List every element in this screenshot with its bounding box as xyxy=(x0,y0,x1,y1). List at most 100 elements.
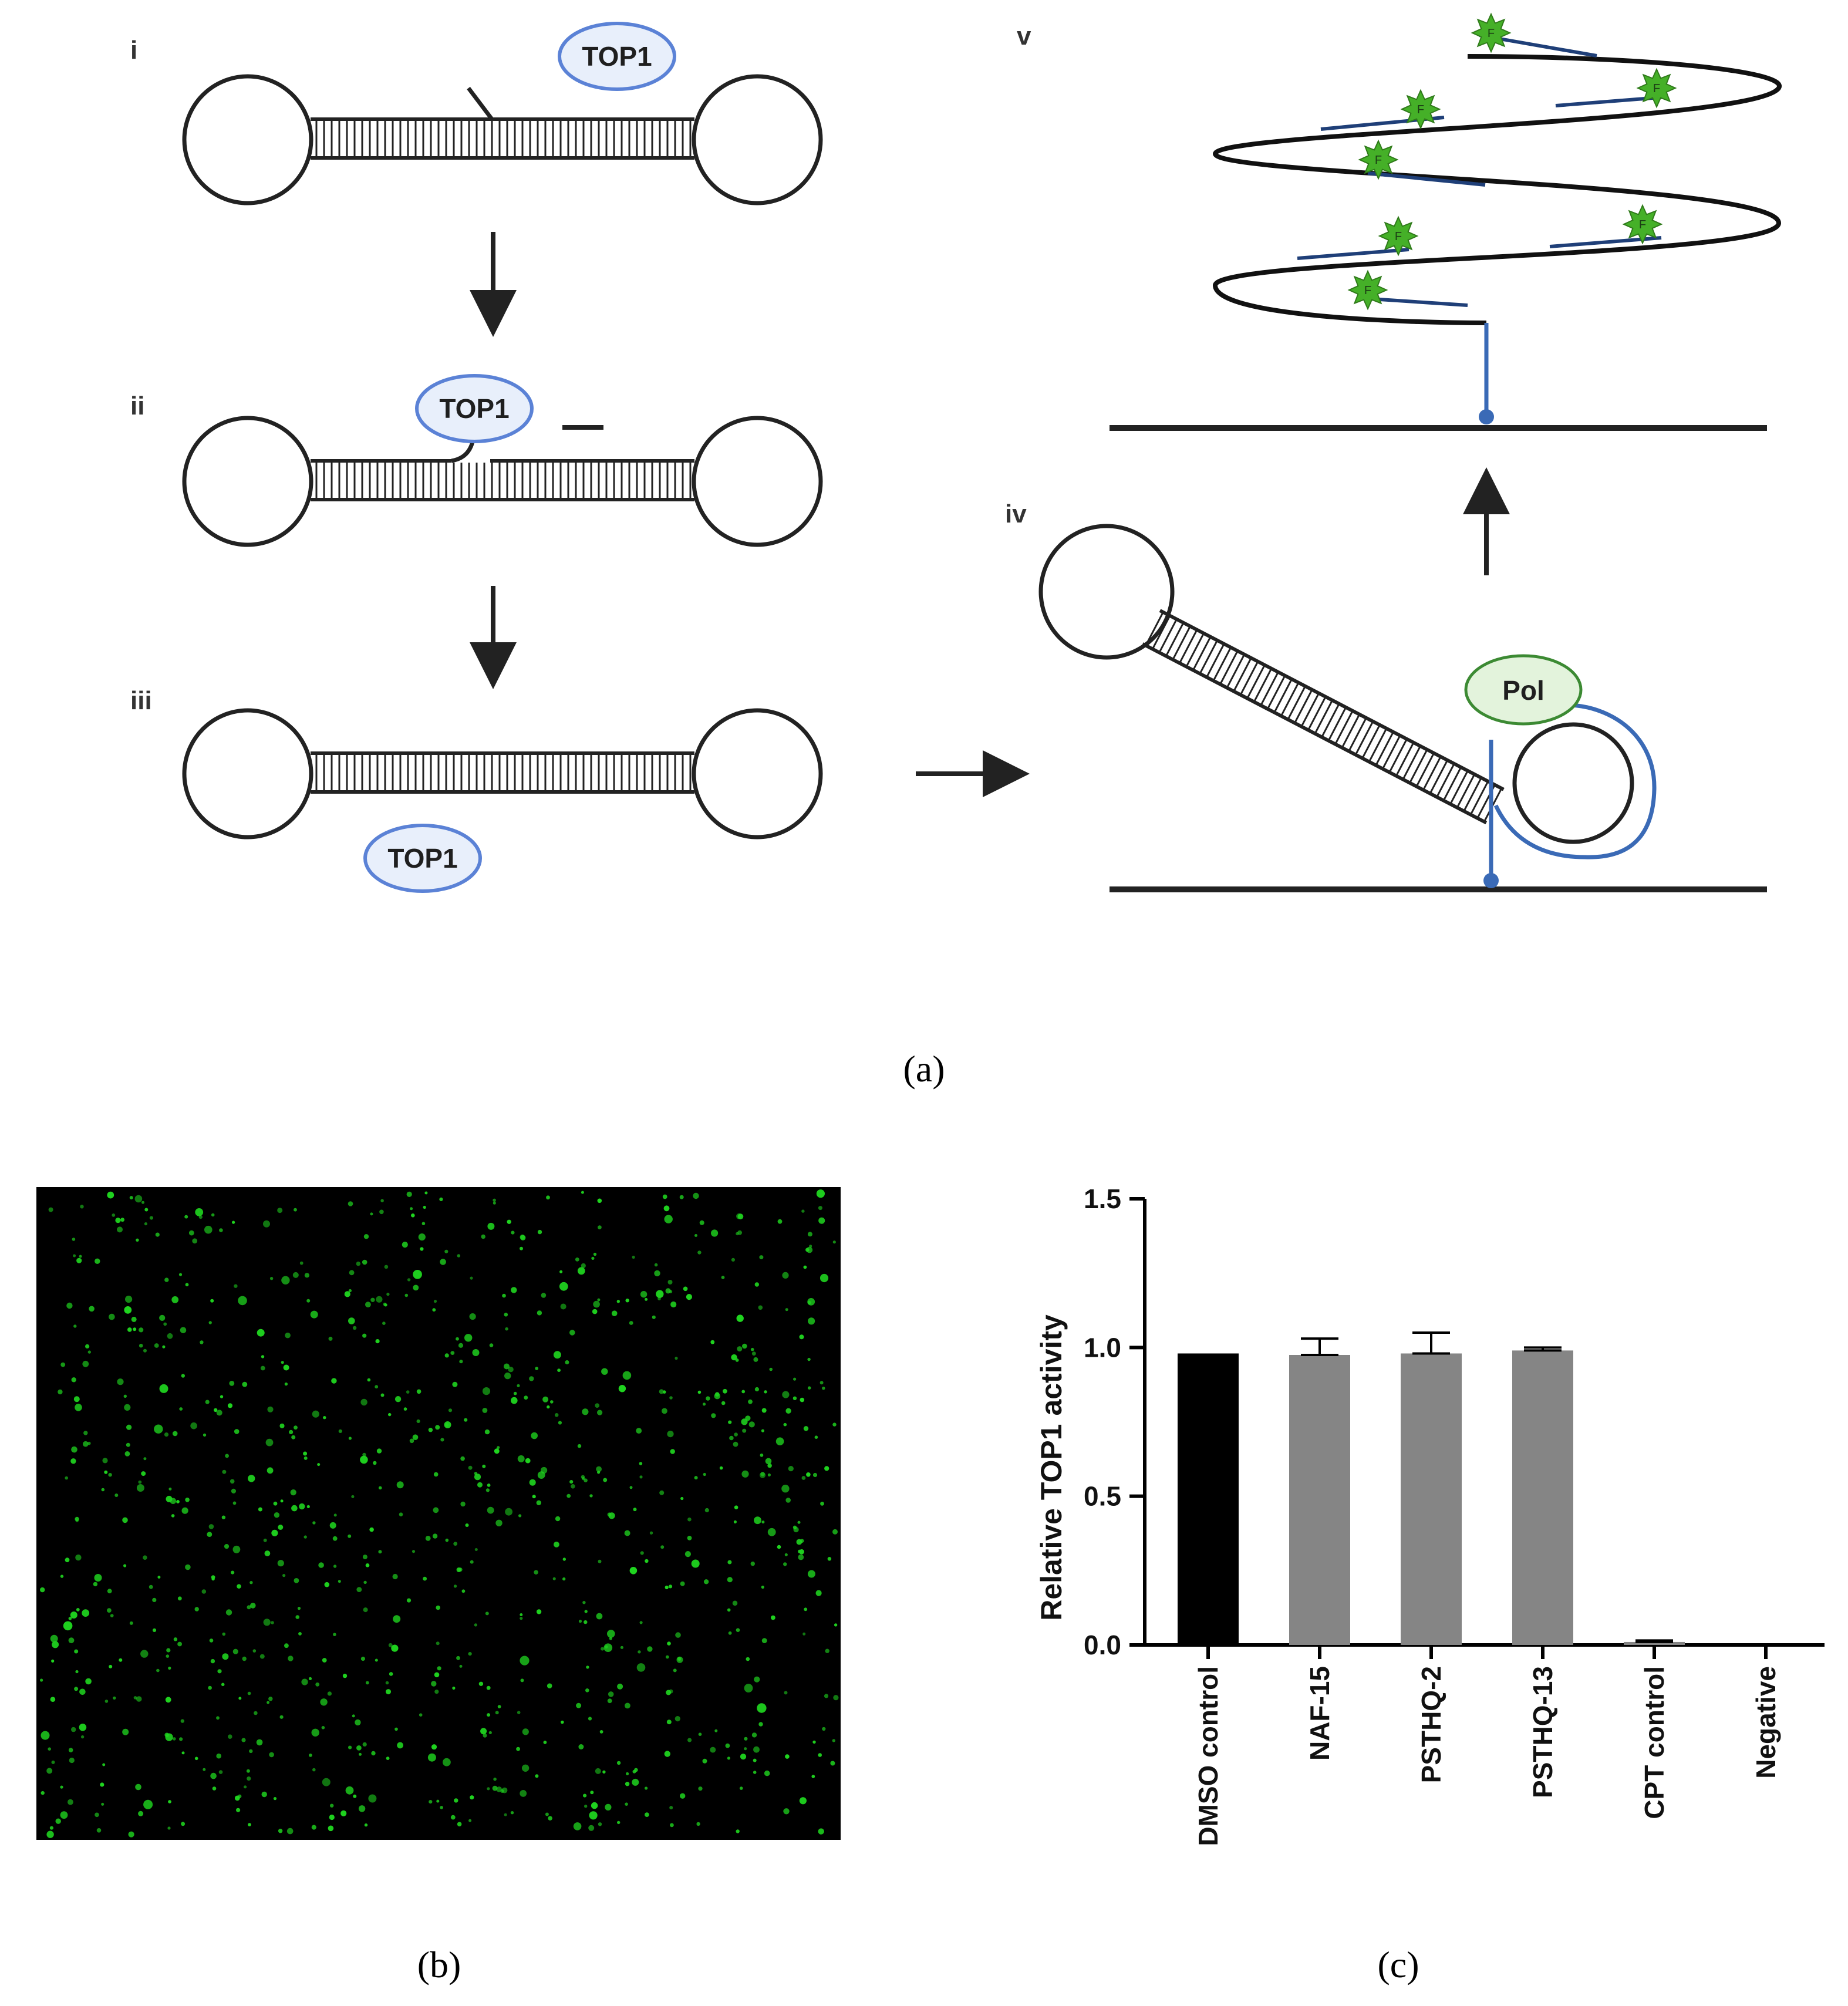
fluorescent-spot xyxy=(706,1396,710,1401)
fluorescent-spot xyxy=(135,1784,141,1791)
fluorescent-spot xyxy=(550,1400,554,1404)
fluorescent-spot xyxy=(520,1790,527,1797)
fluorescent-spot xyxy=(507,1219,511,1224)
fluorescent-spot xyxy=(254,1711,258,1715)
fluorescent-spot xyxy=(312,1521,316,1525)
fluorescent-spot xyxy=(727,1560,732,1565)
fluorescent-spot xyxy=(488,1731,492,1734)
fluorescent-spot xyxy=(611,1310,618,1316)
fluorescent-spot xyxy=(241,1738,246,1742)
fluorescent-spot xyxy=(230,1479,235,1484)
fluorescent-spot xyxy=(419,1713,423,1717)
fluorescent-spot xyxy=(782,1272,789,1279)
fluorescent-spot xyxy=(218,1770,223,1774)
fluorescent-spot xyxy=(277,1208,283,1213)
fluorescent-spot xyxy=(459,1360,463,1364)
fluorescent-spot xyxy=(143,1348,147,1353)
fluorescent-spot xyxy=(497,1705,501,1709)
fluorescent-spot xyxy=(348,1289,352,1293)
fluorescent-spot xyxy=(573,1822,582,1830)
fluorescent-spot xyxy=(571,1484,575,1489)
fluorescent-spot xyxy=(793,1377,797,1381)
fluorescent-spot xyxy=(312,1410,319,1418)
fluorescent-spot xyxy=(584,1805,588,1808)
probe-strand xyxy=(1367,171,1486,187)
fluorescent-spot xyxy=(513,1391,517,1395)
fluorescent-spot xyxy=(757,1703,767,1713)
fluorescent-spot xyxy=(221,1683,225,1687)
fluorescent-spot xyxy=(647,1646,653,1652)
fluorescent-spot xyxy=(460,1501,466,1507)
fluorescent-spot xyxy=(58,1389,63,1395)
fluorescent-spot xyxy=(229,1381,235,1386)
fluorescent-spot xyxy=(659,1389,664,1394)
fluorescent-spot xyxy=(531,1432,538,1439)
fluorescent-spot xyxy=(303,1451,308,1456)
fluorescent-spot xyxy=(412,1434,419,1440)
fluorescent-spot xyxy=(616,1300,621,1303)
fluorescent-spot xyxy=(386,1292,390,1296)
fluorescent-spot xyxy=(263,1220,270,1228)
fluorescent-spot xyxy=(216,1410,222,1416)
fluorescent-spot xyxy=(348,1201,353,1206)
fluorescent-spot xyxy=(687,1536,692,1540)
fluorescent-spots xyxy=(40,1189,839,1838)
x-tick-label: PSTHQ-2 xyxy=(1416,1666,1446,1783)
fluorescent-spot xyxy=(165,1697,171,1703)
fluorescent-spot xyxy=(737,1230,742,1235)
fluorescent-spot xyxy=(609,1637,612,1640)
fluorescent-spot xyxy=(134,1195,143,1203)
fluorescent-spot xyxy=(252,1649,257,1653)
fluorescent-spot xyxy=(435,1425,440,1430)
fluorescent-spot xyxy=(733,1441,738,1447)
fluorescent-spot xyxy=(597,1298,601,1302)
fluorescent-spot xyxy=(416,1419,420,1423)
fluorescent-spot xyxy=(217,1669,222,1674)
fluorescent-spot xyxy=(727,1577,733,1583)
fluorescent-spot xyxy=(601,1368,608,1375)
fluorescent-spot xyxy=(362,1259,367,1265)
fluorescent-spot xyxy=(453,1584,457,1588)
fluorescent-spot xyxy=(123,1564,127,1567)
fluorescent-spot xyxy=(521,1764,530,1772)
fluorescent-spot xyxy=(807,1357,811,1361)
fluorescent-spot xyxy=(382,1321,386,1325)
fluorescent-spot xyxy=(297,1607,301,1610)
top1-label: TOP1 xyxy=(582,41,652,72)
fluorescent-spot xyxy=(380,1393,385,1397)
fluorescent-spot xyxy=(370,1297,375,1302)
fluorescent-spot xyxy=(753,1758,757,1762)
fluorescent-spot xyxy=(301,1678,308,1685)
fluorescent-spot xyxy=(216,1716,220,1720)
fluorescent-spot xyxy=(741,1418,748,1425)
fluorescent-spot xyxy=(267,1406,274,1412)
fluorescent-spot xyxy=(194,1756,198,1761)
fluorescent-spot xyxy=(474,1472,478,1475)
fluorescent-spot xyxy=(694,1234,697,1237)
fluorescent-spot xyxy=(802,1632,806,1636)
fluorescent-spot xyxy=(784,1553,788,1556)
fluorescent-spot xyxy=(378,1550,382,1554)
fluorescent-spot xyxy=(231,1570,235,1575)
fluorescent-spot xyxy=(598,1559,602,1563)
fluorescent-spot xyxy=(673,1668,677,1673)
fluorescent-spot xyxy=(504,1313,508,1317)
step-label-v: v xyxy=(1017,22,1031,50)
fluorescence-micrograph xyxy=(36,1187,841,1840)
fluorescent-spot xyxy=(321,1726,325,1729)
fluorescent-spot xyxy=(163,1322,167,1326)
fluorescent-spot xyxy=(41,1791,45,1795)
fluorescent-spot xyxy=(138,1480,142,1484)
fluorescent-spot xyxy=(330,1803,334,1808)
fluorescent-spot xyxy=(171,1296,179,1303)
top1-label: TOP1 xyxy=(439,393,509,424)
fluorescent-spot xyxy=(75,1516,79,1522)
fluorescent-spot xyxy=(560,1303,566,1310)
fluorescent-spot xyxy=(376,1448,382,1454)
fluorescent-spot xyxy=(72,1238,76,1241)
dumbbell-probe-ii xyxy=(182,416,823,547)
fluorescent-spot xyxy=(583,1793,587,1798)
fluorescent-spot xyxy=(211,1575,215,1580)
fluorescent-spot xyxy=(232,1221,235,1224)
fluorescent-spot xyxy=(384,1265,389,1269)
